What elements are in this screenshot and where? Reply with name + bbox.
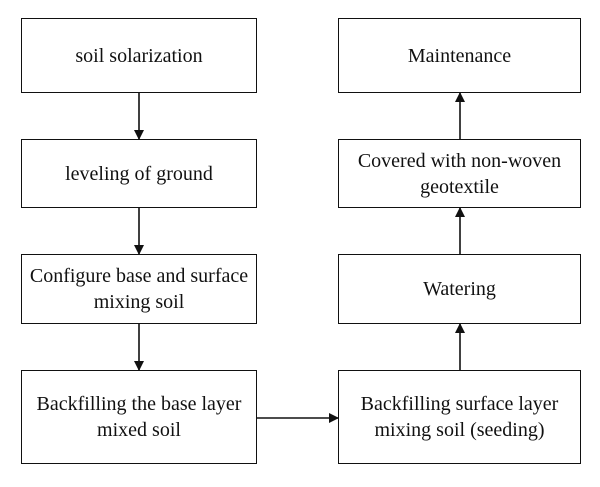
node-label: Backfilling the base layer mixed soil xyxy=(36,393,242,441)
node-soil-solarization: soil solarization xyxy=(21,18,257,93)
node-leveling-of-ground: leveling of ground xyxy=(21,139,257,208)
node-label: Backfilling surface layer mixing soil (s… xyxy=(360,393,559,441)
node-label: Maintenance xyxy=(407,44,512,67)
node-configure-mixing-soil: Configure base and surface mixing soil xyxy=(21,254,257,324)
node-label: soil solarization xyxy=(75,44,203,67)
node-backfilling-surface-layer: Backfilling surface layer mixing soil (s… xyxy=(338,370,581,464)
node-covered-with-geotextile: Covered with non-woven geotextile xyxy=(338,139,581,208)
node-label: Watering xyxy=(423,278,496,300)
node-label: Configure base and surface mixing soil xyxy=(29,265,249,313)
node-watering: Watering xyxy=(338,254,581,324)
node-maintenance: Maintenance xyxy=(338,18,581,93)
node-backfilling-base-layer: Backfilling the base layer mixed soil xyxy=(21,370,257,464)
node-label: leveling of ground xyxy=(65,162,213,185)
node-label: Covered with non-woven geotextile xyxy=(357,149,562,198)
